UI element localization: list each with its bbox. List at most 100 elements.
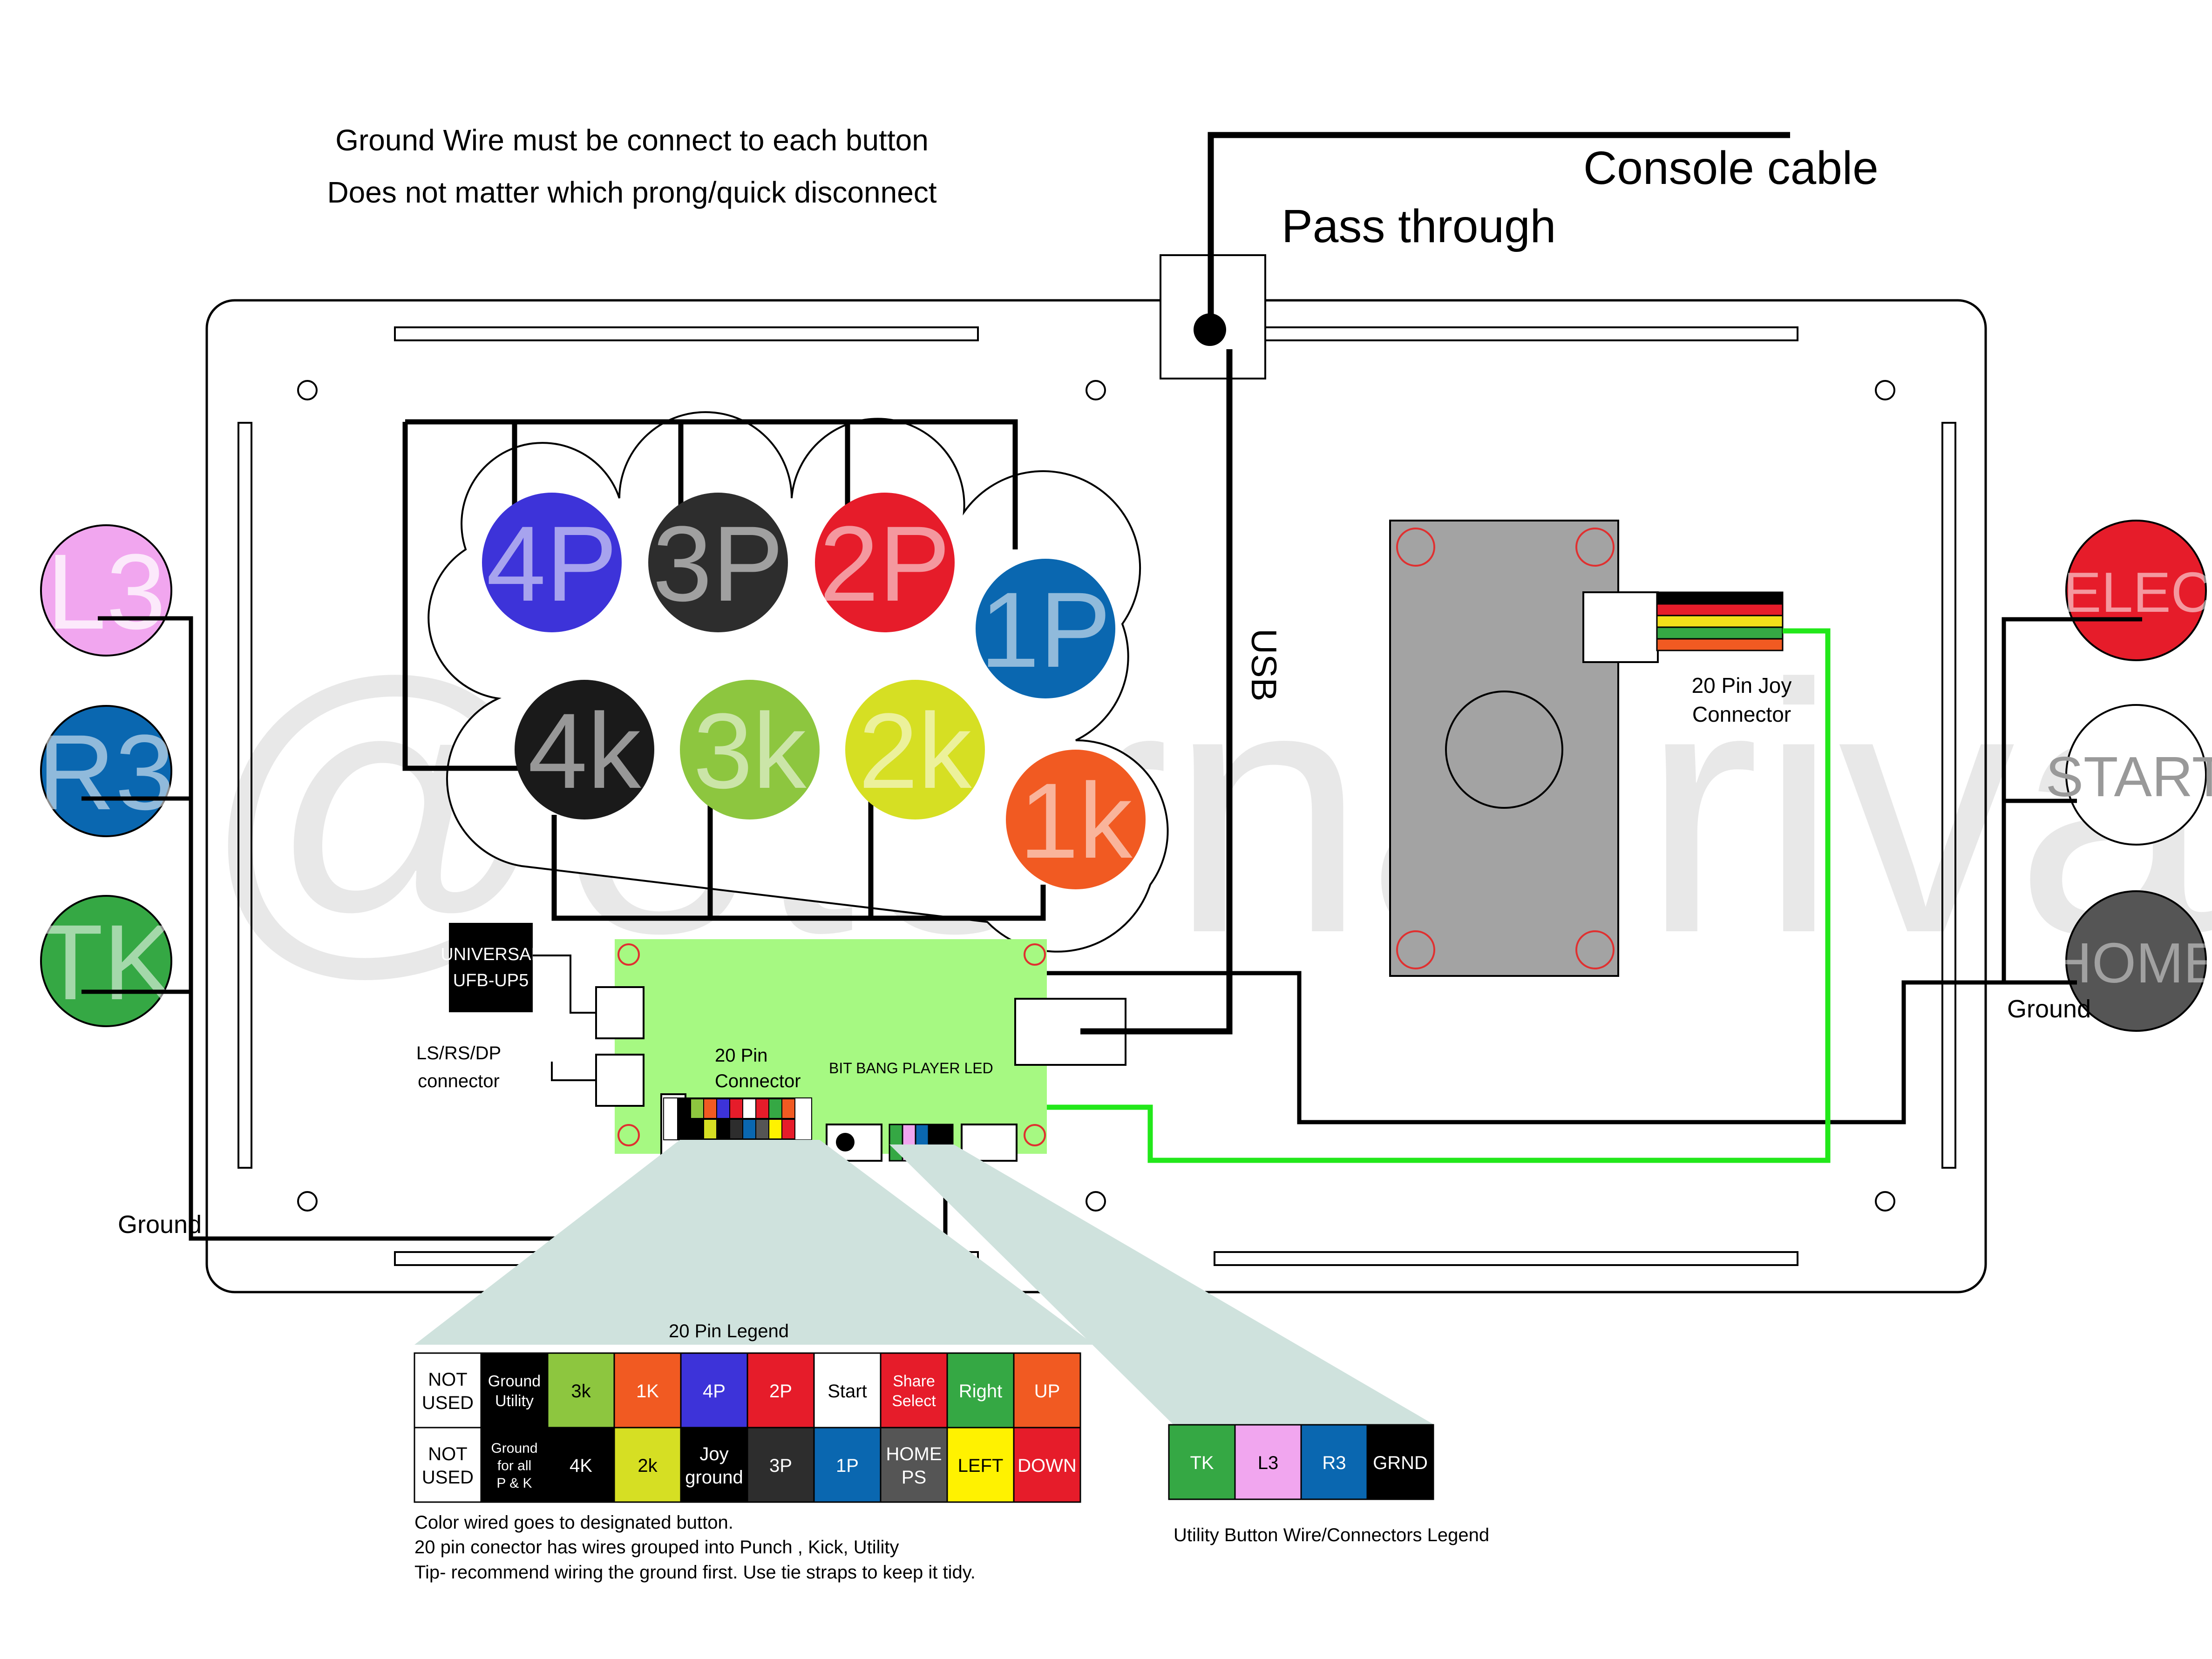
legend-row1-cell-6-bg: [813, 1352, 882, 1429]
button-start-label: START: [2046, 745, 2212, 808]
button-2p-label: 2P: [819, 504, 950, 623]
button-1p-label: 1P: [980, 570, 1111, 690]
legend-row1-cell-0-bg: [414, 1352, 482, 1429]
button-4k[interactable]: 4k: [515, 680, 654, 819]
button-home[interactable]: HOME: [2051, 890, 2212, 1032]
legend-row2-cell-9-label: DOWN: [1018, 1456, 1077, 1476]
utility-cell-3-bg: [1366, 1424, 1434, 1500]
legend-row1-cell-0-label: NOT: [428, 1369, 467, 1390]
utility-cell-1-label: L3: [1258, 1453, 1279, 1473]
button-4k-cap: [515, 680, 654, 819]
console-cable-label: Console cable: [1583, 142, 1879, 194]
legend-row2-cell-2: 4K: [547, 1427, 615, 1503]
legend-row2-cell-1-label: for all: [497, 1458, 531, 1473]
button-1k-cap: [1006, 750, 1146, 889]
button-2k-cap: [845, 680, 985, 819]
pcb-aux-hole: [836, 1133, 855, 1151]
button-r3[interactable]: R3: [38, 705, 175, 837]
button-4p-cap: [482, 493, 622, 632]
ls-leader: [551, 1062, 596, 1081]
legend-row2-cell-4-bg: [680, 1427, 748, 1503]
ground-note-line-1: Ground Wire must be connect to each butt…: [335, 123, 929, 157]
legend-row2-cell-8: LEFT: [946, 1427, 1015, 1503]
button-home-cap: [2065, 890, 2207, 1032]
utility-cell-0: TK: [1168, 1424, 1236, 1500]
legend-row1-cell-3-label: 1K: [636, 1381, 659, 1402]
button-2k-label: 2k: [859, 691, 972, 811]
legend-row1-cell-2: 3k: [547, 1352, 615, 1429]
legend-row2-cell-3-label: 2k: [638, 1456, 658, 1476]
legend-row2-cell-9-bg: [1013, 1427, 1081, 1503]
button-4p-label: 4P: [486, 504, 617, 623]
legend-row2-cell-1-label: Ground: [491, 1441, 537, 1456]
legend-row1-cell-9-bg: [1013, 1352, 1081, 1429]
universal-ufb-box: [449, 923, 533, 1012]
button-1p-cap: [976, 559, 1115, 698]
usb-label: USB: [1244, 629, 1283, 701]
button-select-label: SELECT: [2026, 561, 2212, 624]
legend-row2-cell-7-label: HOME: [886, 1444, 942, 1464]
legend-row1-cell-6: Start: [813, 1352, 882, 1429]
legend-row1-cell-4-bg: [680, 1352, 748, 1429]
usb-cable: [1080, 349, 1233, 1035]
button-r3-cap: [40, 705, 172, 837]
legend-row2-cell-8-bg: [946, 1427, 1015, 1503]
legend-row2-cell-1: Ground for all P & K: [480, 1427, 549, 1503]
utility-cell-3-label: GRND: [1373, 1453, 1428, 1473]
legend-row1-cell-1-bg: [480, 1352, 549, 1429]
legend-row1-cell-4-label: 4P: [703, 1381, 726, 1402]
button-1p[interactable]: 1P: [976, 559, 1115, 698]
legend-row2-cell-8-label: LEFT: [958, 1456, 1004, 1476]
legend-row2-cell-0-bg: [414, 1427, 482, 1503]
button-select[interactable]: SELECT: [2026, 520, 2212, 661]
legend-row1-cell-7-label: Share: [893, 1373, 935, 1390]
legend-row2-cell-1-label: P & K: [496, 1476, 532, 1491]
button-3k[interactable]: 3k: [680, 680, 820, 819]
legend-row2-cell-9: DOWN: [1013, 1427, 1081, 1503]
button-tk[interactable]: TK: [38, 895, 175, 1027]
slot-right: [1941, 422, 1956, 1169]
legend-row1-cell-6-label: Start: [828, 1381, 867, 1402]
button-4p[interactable]: 4P: [482, 493, 622, 632]
utility-cell-1: L3: [1234, 1424, 1302, 1500]
button-2p[interactable]: 2P: [815, 493, 955, 632]
legend-row1-cell-2-label: 3k: [571, 1381, 591, 1402]
joystick-shaft: [1445, 691, 1563, 809]
button-select-cap: [2065, 520, 2207, 661]
legend-row2-cell-3: 2k: [613, 1427, 682, 1503]
button-3p-label: 3P: [652, 504, 783, 623]
button-l3[interactable]: L3: [40, 524, 172, 657]
utility-cell-0-label: TK: [1190, 1453, 1214, 1473]
button-3k-label: 3k: [693, 691, 807, 811]
button-3p[interactable]: 3P: [648, 493, 788, 632]
legend-row2-cell-4-label: ground: [685, 1467, 743, 1488]
legend-row1-cell-8-label: Right: [959, 1381, 1002, 1402]
legend-row2-cell-7-bg: [880, 1427, 948, 1503]
legend-title: 20 Pin Legend: [669, 1321, 789, 1341]
legend-row1-cell-4: 4P: [680, 1352, 748, 1429]
button-r3-label: R3: [38, 712, 175, 832]
screw-holes: [297, 380, 1895, 1212]
pcb-ls-port: [595, 1054, 645, 1107]
legend-row2-cell-1-bg: [480, 1427, 549, 1503]
legend-row1-cell-5-label: 2P: [769, 1381, 792, 1402]
universal-ufb-label-1: UNIVERSAL: [441, 945, 541, 964]
ground-label-left: Ground: [118, 1211, 202, 1239]
pcb-connector-label-1: 20 Pin: [715, 1045, 767, 1066]
joy-connector-wires: [1656, 591, 1784, 651]
slot-bottom-right: [1214, 1251, 1798, 1266]
button-1k-label: 1k: [1019, 761, 1133, 880]
legend-row1-cell-3: 1K: [613, 1352, 682, 1429]
universal-ufb-label-2: UFB-UP5: [453, 971, 529, 990]
slot-top-right: [1214, 326, 1798, 341]
button-3p-cap: [648, 493, 788, 632]
button-2k[interactable]: 2k: [845, 680, 985, 819]
button-4k-label: 4k: [528, 691, 642, 811]
button-start[interactable]: START: [2046, 704, 2212, 846]
pcb-connector-label-2: Connector: [715, 1071, 801, 1091]
legend-row2-cell-6-bg: [813, 1427, 882, 1503]
button-1k[interactable]: 1k: [1006, 750, 1146, 889]
